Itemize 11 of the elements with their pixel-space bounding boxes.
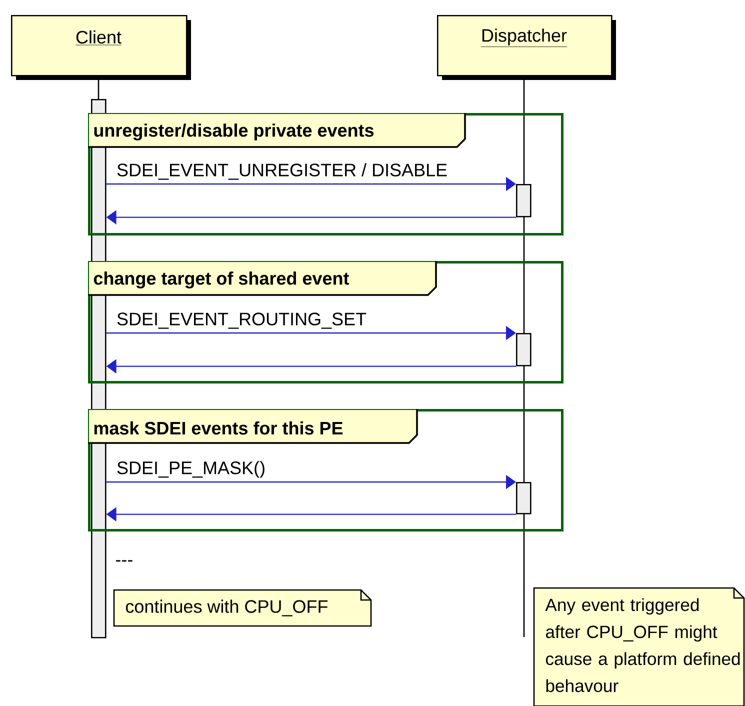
message-label: SDEI_EVENT_UNREGISTER / DISABLE xyxy=(117,163,447,180)
activation-bar xyxy=(516,333,532,366)
note: continues with CPU_OFF xyxy=(113,589,372,627)
separator-text: --- xyxy=(116,560,132,562)
participant-box: Client xyxy=(11,15,191,80)
message-label: SDEI_PE_MASK() xyxy=(117,461,264,478)
message-label: SDEI_EVENT_ROUTING_SET xyxy=(117,312,366,329)
note: Any event triggered after CPU_OFF might cause a platform defined behavour xyxy=(533,587,745,706)
participant-box: Dispatcher xyxy=(437,15,616,80)
activation-bar xyxy=(516,184,532,218)
activation-bar xyxy=(516,482,532,514)
